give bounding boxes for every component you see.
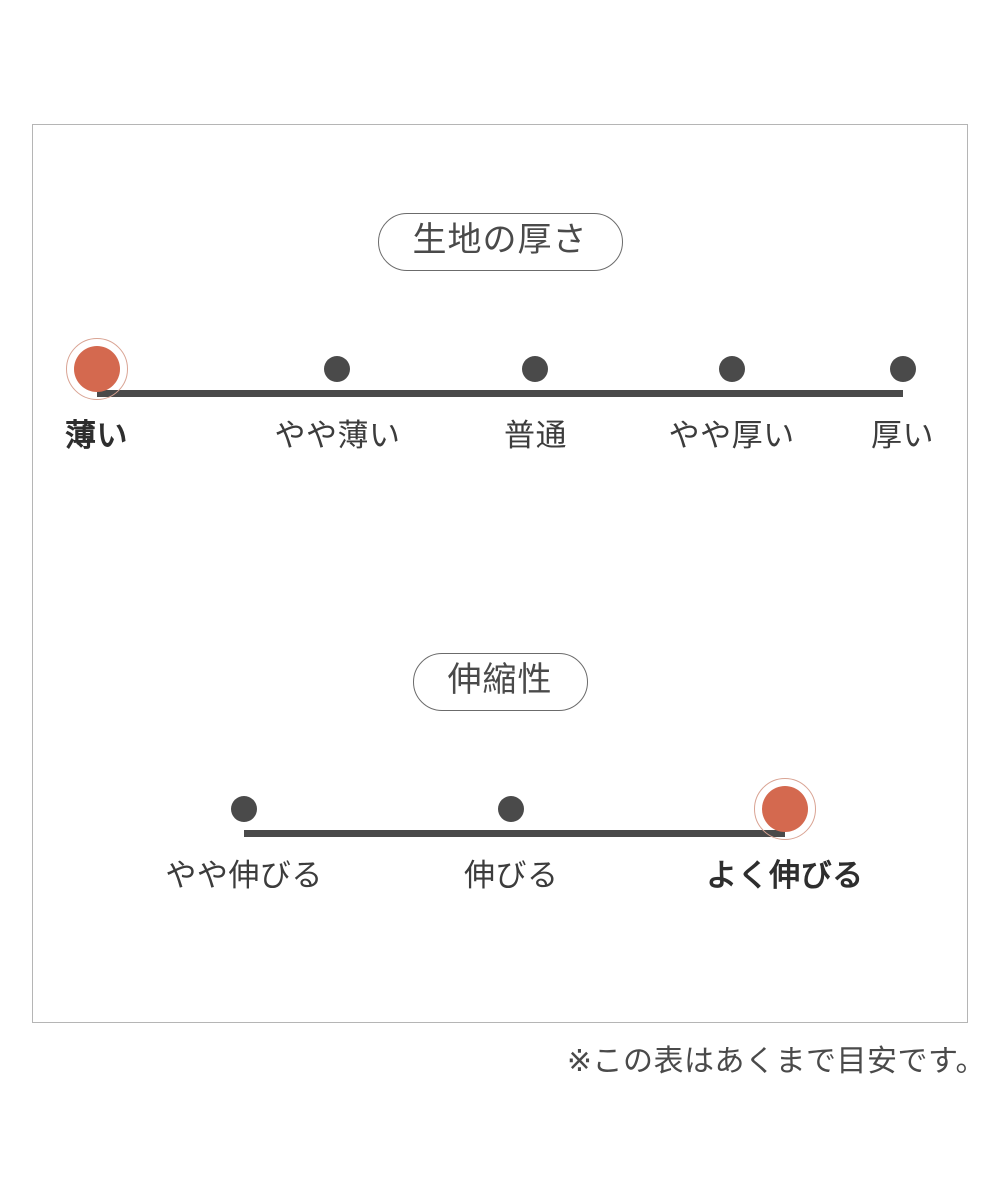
thickness-point-usui[interactable]: 薄い bbox=[22, 337, 172, 453]
stretch-point-nobiru[interactable]: 伸びる bbox=[436, 777, 586, 893]
thickness-label-yaya-usui: やや薄い bbox=[274, 418, 401, 454]
thickness-track bbox=[97, 390, 903, 397]
stretch-points: やや伸びる 伸びる よく伸びる bbox=[33, 777, 967, 937]
fabric-spec-card: 生地の厚さ 薄い やや薄い bbox=[32, 124, 968, 1023]
dot-icon bbox=[498, 796, 525, 822]
thickness-marker-yaya-atsui bbox=[700, 337, 764, 401]
stretch-track bbox=[244, 830, 785, 837]
selected-ring-icon bbox=[65, 338, 128, 400]
thickness-marker-atsui bbox=[871, 337, 935, 401]
footnote-text: ※この表はあくまで目安です。 bbox=[566, 1044, 986, 1079]
thickness-marker-futsuu bbox=[503, 337, 567, 401]
thickness-point-futsuu[interactable]: 普通 bbox=[460, 337, 610, 453]
dot-icon bbox=[718, 356, 745, 382]
thickness-label-futsuu: 普通 bbox=[503, 418, 567, 454]
stretch-scale: やや伸びる 伸びる よく伸びる bbox=[33, 777, 967, 937]
thickness-label-atsui: 厚い bbox=[871, 418, 935, 454]
stretch-point-yoku-nobiru[interactable]: よく伸びる bbox=[706, 777, 863, 893]
stretch-marker-nobiru bbox=[479, 777, 543, 841]
stretch-point-yaya-nobiru[interactable]: やや伸びる bbox=[165, 777, 322, 893]
stretch-marker-yaya-nobiru bbox=[212, 777, 276, 841]
dot-icon bbox=[522, 356, 549, 382]
thickness-label-yaya-atsui: やや厚い bbox=[668, 418, 795, 454]
thickness-point-yaya-atsui[interactable]: やや厚い bbox=[657, 337, 807, 453]
stretch-label-nobiru: 伸びる bbox=[463, 858, 559, 894]
thickness-point-yaya-usui[interactable]: やや薄い bbox=[262, 337, 412, 453]
dot-icon bbox=[889, 356, 916, 382]
stretch-badge: 伸縮性 bbox=[412, 653, 588, 711]
selected-ring-icon bbox=[753, 778, 816, 840]
thickness-badge-row: 生地の厚さ bbox=[33, 213, 967, 271]
thickness-marker-yaya-usui bbox=[305, 337, 369, 401]
stretch-marker-yoku-nobiru bbox=[753, 777, 817, 841]
thickness-marker-usui bbox=[65, 337, 129, 401]
thickness-scale: 薄い やや薄い 普通 bbox=[33, 337, 967, 497]
dot-icon bbox=[324, 356, 351, 382]
thickness-point-atsui[interactable]: 厚い bbox=[828, 337, 978, 453]
stretch-badge-row: 伸縮性 bbox=[33, 653, 967, 711]
thickness-points: 薄い やや薄い 普通 bbox=[33, 337, 967, 497]
stretch-label-yaya-nobiru: やや伸びる bbox=[165, 858, 323, 894]
stretch-label-yoku-nobiru: よく伸びる bbox=[706, 858, 864, 894]
thickness-badge: 生地の厚さ bbox=[377, 213, 623, 271]
dot-icon bbox=[231, 796, 258, 822]
thickness-label-usui: 薄い bbox=[65, 418, 128, 454]
